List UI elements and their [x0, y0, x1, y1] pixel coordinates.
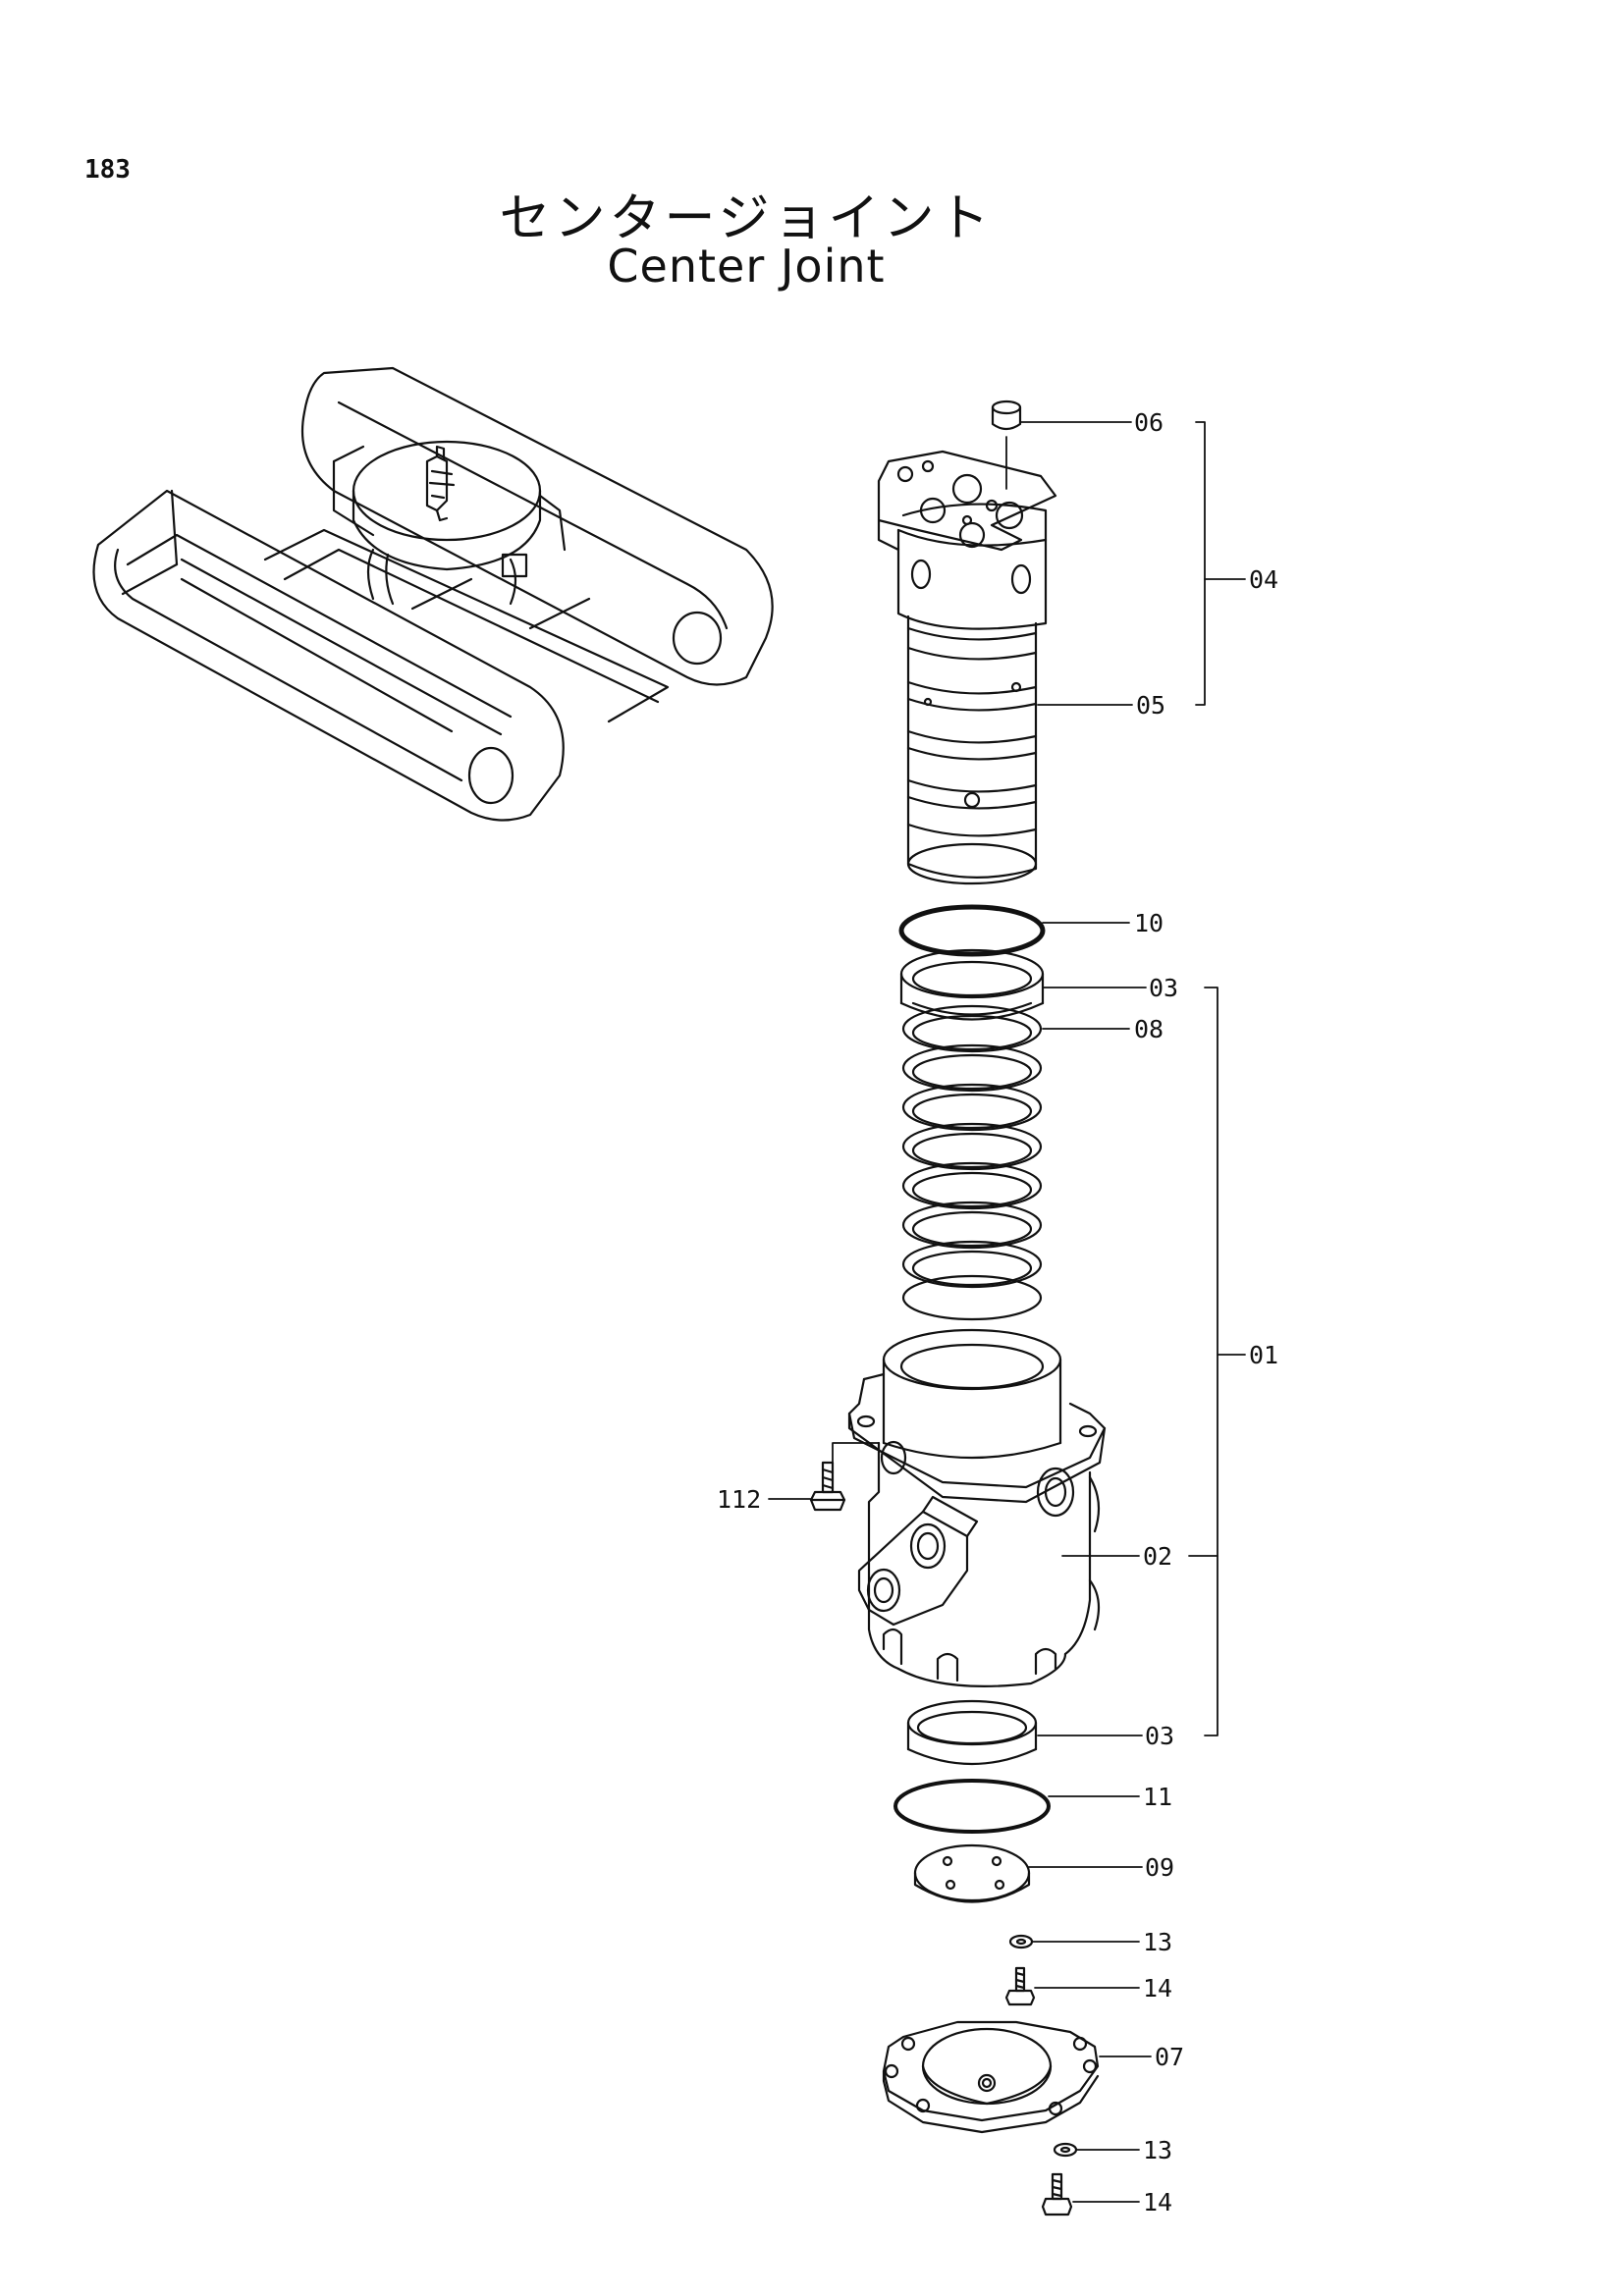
part-03-ring-lower	[906, 1699, 1038, 1766]
callout-05: 05	[1136, 691, 1165, 720]
leader-lines	[768, 421, 1246, 2203]
callout-11: 11	[1143, 1783, 1172, 1811]
callout-07: 07	[1155, 2043, 1184, 2071]
part-03-ring-upper	[899, 948, 1045, 1021]
callout-13-upper: 13	[1143, 1928, 1172, 1956]
diagram-title-english: Center Joint	[607, 240, 886, 293]
part-10-o-ring	[898, 904, 1046, 957]
callout-04: 04	[1249, 565, 1278, 594]
undercarriage-overview-illustration	[92, 366, 774, 822]
part-07-cover	[882, 2020, 1100, 2134]
callout-14-lower: 14	[1143, 2188, 1172, 2216]
callout-03-lower: 03	[1145, 1722, 1174, 1750]
part-112-bolt	[809, 1461, 846, 1512]
part-13-washer-upper	[1008, 1934, 1034, 1949]
part-08-seal-stack	[901, 1004, 1043, 1321]
callout-09: 09	[1145, 1853, 1174, 1882]
diagram-title-japanese: センタージョイント	[499, 189, 994, 248]
callout-01: 01	[1249, 1341, 1278, 1369]
callout-112: 112	[717, 1485, 761, 1514]
callout-02: 02	[1143, 1542, 1172, 1571]
callout-10: 10	[1134, 909, 1164, 937]
page-number: 183	[84, 155, 131, 185]
part-06-plug	[991, 400, 1022, 431]
callout-06: 06	[1134, 408, 1164, 437]
callout-labels: 06 04 05 10 03 08 01 112 02 03 11 09 13 …	[717, 408, 1278, 2216]
center-joint-exploded-view	[809, 400, 1107, 2216]
callout-14-upper: 14	[1143, 1974, 1172, 2002]
part-11-o-ring	[893, 1779, 1051, 1834]
part-09-plate	[913, 1843, 1031, 1903]
callout-03-upper: 03	[1149, 974, 1178, 1002]
part-13-washer-lower	[1053, 2142, 1078, 2158]
part-14-bolt-lower	[1041, 2172, 1073, 2216]
part-02-body	[847, 1328, 1107, 1687]
part-14-bolt-upper	[1004, 1966, 1036, 2006]
part-05-spindle	[877, 450, 1057, 885]
callout-08: 08	[1134, 1015, 1164, 1043]
callout-13-lower: 13	[1143, 2136, 1172, 2164]
